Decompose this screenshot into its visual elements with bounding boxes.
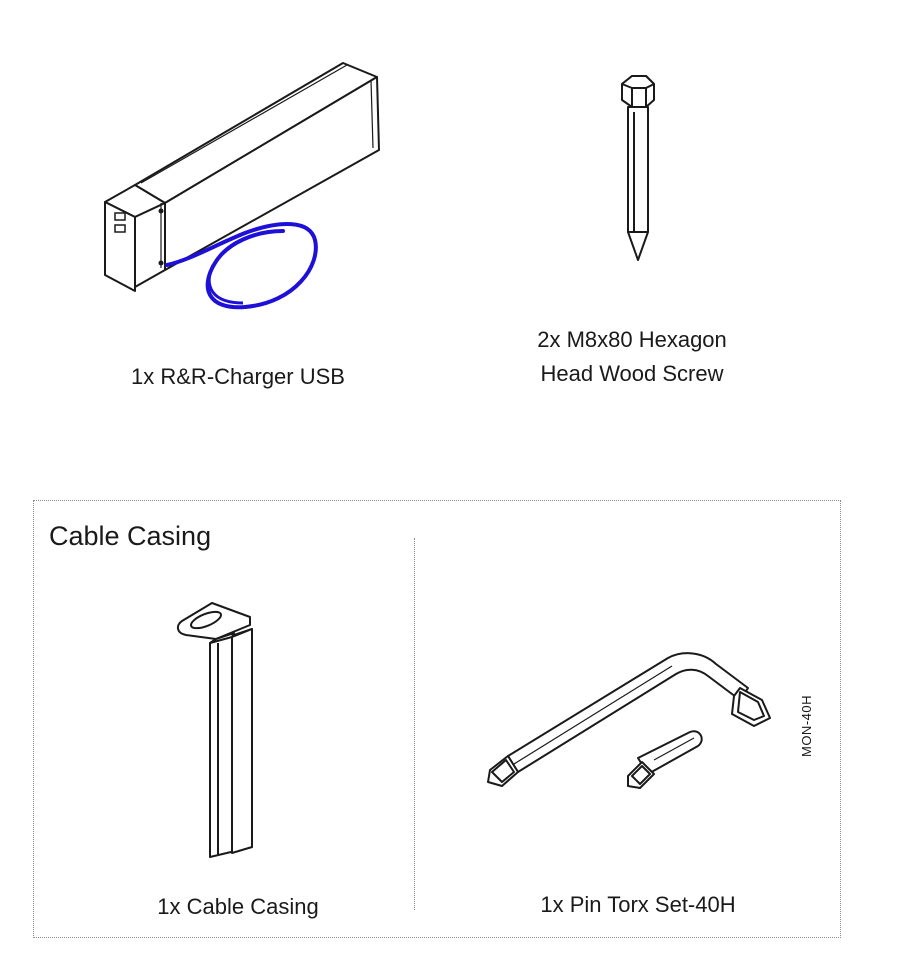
cable-casing-caption: 1x Cable Casing (157, 894, 319, 919)
hex-screw-illustration (621, 75, 655, 261)
torx-set-caption: 1x Pin Torx Set-40H (540, 892, 736, 917)
section-divider (414, 538, 415, 910)
screw-caption-line-1: 2x M8x80 Hexagon (537, 327, 727, 352)
torx-code-label: MON-40H (799, 695, 814, 758)
cable-casing-section (33, 500, 841, 938)
screw-caption-line-2: Head Wood Screw (540, 361, 724, 386)
section-title: Cable Casing (49, 521, 212, 551)
screw-caption: 2x M8x80 Hexagon Head Wood Screw (472, 323, 792, 391)
cable-casing-illustration (176, 602, 253, 858)
usb-charger-illustration (104, 62, 380, 310)
charger-caption: 1x R&R-Charger USB (131, 364, 345, 389)
torx-set-illustration (487, 652, 771, 789)
usb-cable (165, 222, 318, 310)
